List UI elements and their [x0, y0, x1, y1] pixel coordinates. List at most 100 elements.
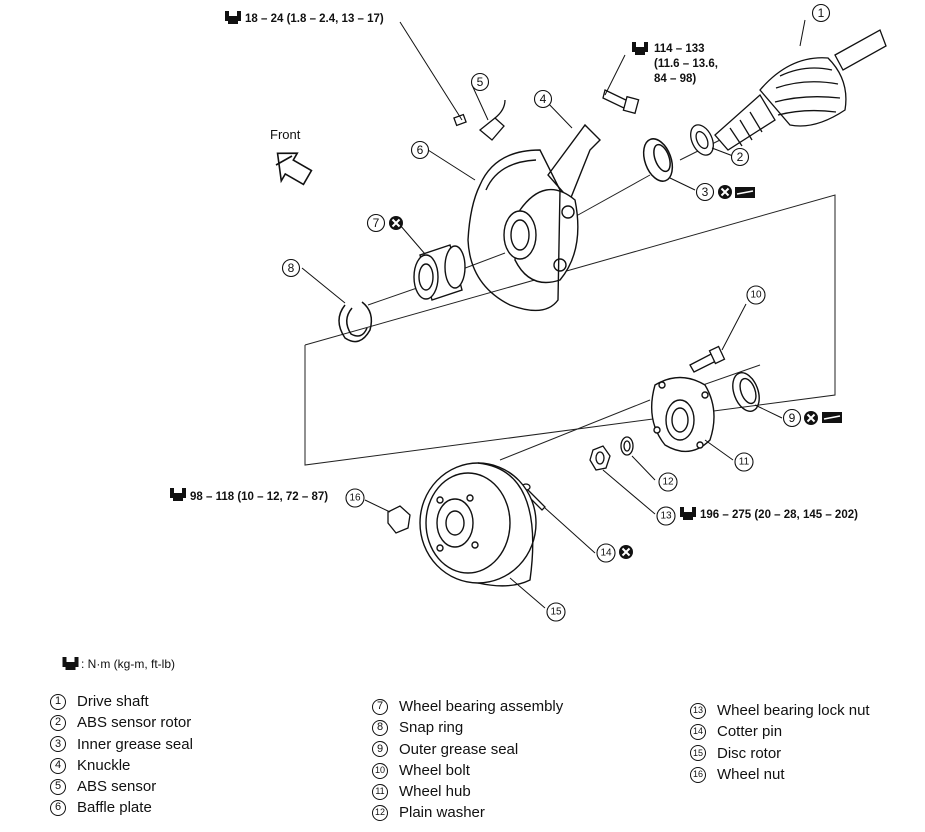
torque-spec-knuckle-1: 114 – 133 — [654, 43, 705, 55]
callout-14 — [596, 543, 616, 563]
legend-item-label: Knuckle — [77, 756, 131, 774]
front-label: Front — [270, 127, 301, 142]
callout-15-num: 15 — [550, 607, 562, 618]
torque-wrench-icon — [632, 42, 648, 55]
legend-item-number: 12 — [372, 805, 388, 822]
legend-item-label: ABS sensor — [77, 778, 157, 796]
plain-washer — [620, 436, 634, 456]
legend-item-number: 3 — [50, 736, 66, 753]
torque-wrench-icon — [225, 11, 241, 24]
wheel-bolt — [689, 345, 726, 373]
callout-6 — [410, 140, 430, 160]
callout-14-num: 14 — [600, 548, 612, 559]
legend-item: 5 ABS sensor — [50, 776, 193, 797]
legend-item-label: Inner grease seal — [77, 735, 193, 753]
replace-part-icon — [618, 544, 634, 560]
legend-item-number: 7 — [372, 698, 388, 715]
legend-item: 16 Wheel nut — [690, 764, 870, 785]
legend-column-3: 13 Wheel bearing lock nut 14 Cotter pin 15 Di… — [690, 700, 870, 785]
legend-item-number: 5 — [50, 778, 66, 795]
legend-item: 12 Plain washer — [372, 802, 563, 823]
legend-item-label: Wheel bearing lock nut — [717, 702, 870, 719]
abs-sensor — [453, 99, 506, 141]
legend-item-number: 13 — [690, 702, 706, 719]
front-arrow-icon — [275, 152, 313, 186]
callout-16 — [345, 488, 365, 508]
legend-item: 11 Wheel hub — [372, 781, 563, 802]
callout-7 — [366, 213, 386, 233]
torque-wrench-icon — [170, 488, 186, 501]
callout-11 — [734, 452, 754, 472]
snap-ring — [338, 301, 373, 343]
legend-item-number: 1 — [50, 693, 66, 710]
legend-item-label: Wheel nut — [717, 765, 785, 783]
legend-item: 8 Snap ring — [372, 717, 563, 738]
callout-5 — [470, 72, 490, 92]
legend-item: 14 Cotter pin — [690, 721, 870, 742]
legend-item-number: 15 — [690, 745, 706, 762]
wheel-nut — [387, 505, 411, 534]
wheel-bearing-lock-nut — [589, 445, 611, 471]
replace-part-icon — [803, 410, 819, 426]
callout-10-num: 10 — [750, 290, 762, 301]
baffle-plate — [467, 149, 561, 312]
replace-part-icon — [388, 215, 404, 231]
legend-item-number: 6 — [50, 800, 66, 817]
callout-8-num: 8 — [288, 261, 295, 275]
disc-rotor — [419, 462, 537, 587]
legend-item-label: ABS sensor rotor — [77, 714, 192, 732]
callout-13-num: 13 — [660, 511, 672, 522]
legend-item: 4 Knuckle — [50, 755, 193, 776]
replace-part-icon — [717, 184, 733, 200]
knuckle-bolt — [602, 89, 640, 115]
outer-grease-seal — [732, 372, 760, 412]
callout-9 — [782, 408, 802, 428]
legend-item-number: 14 — [690, 723, 706, 740]
legend-item-number: 16 — [690, 766, 706, 783]
callout-12-num: 12 — [662, 477, 674, 488]
grease-icon — [821, 411, 843, 424]
callout-9-num: 9 — [789, 411, 796, 425]
legend-item-label: Plain washer — [399, 804, 485, 822]
callout-7-num: 7 — [373, 216, 380, 230]
callout-4 — [533, 89, 553, 109]
callout-12 — [658, 472, 678, 492]
torque-spec-abs-sensor: 18 – 24 (1.8 – 2.4, 13 – 17) — [245, 13, 384, 25]
wheel-bearing-assembly — [413, 244, 466, 301]
callout-4-num: 4 — [540, 92, 547, 106]
legend-item-number: 10 — [372, 762, 388, 779]
wheel-hub — [650, 376, 715, 453]
legend-item-label: Cotter pin — [717, 723, 783, 741]
inner-grease-seal — [642, 138, 674, 182]
legend-item: 3 Inner grease seal — [50, 734, 193, 755]
callout-10 — [746, 285, 766, 305]
callout-8 — [281, 258, 301, 278]
legend-item-number: 2 — [50, 714, 66, 731]
legend-item-number: 11 — [372, 783, 388, 800]
callout-3-num: 3 — [702, 185, 709, 199]
callout-15 — [546, 602, 566, 622]
legend-item-number: 4 — [50, 757, 66, 774]
callout-2-num: 2 — [737, 150, 744, 164]
torque-spec-wheel-nut: 98 – 118 (10 – 12, 72 – 87) — [190, 491, 328, 503]
callout-2 — [730, 147, 750, 167]
legend-item-label: Wheel hub — [399, 783, 471, 801]
legend-item-label: Snap ring — [399, 719, 464, 737]
callout-11-num: 11 — [739, 457, 750, 468]
unit-note-text: : N·m (kg-m, ft-lb) — [81, 656, 175, 671]
legend-item-label: Outer grease seal — [399, 740, 519, 758]
legend-item: 2 ABS sensor rotor — [50, 712, 193, 733]
legend-item-number: 8 — [372, 719, 388, 736]
legend-item-label: Disc rotor — [717, 744, 782, 762]
torque-wrench-icon — [680, 507, 696, 520]
abs-sensor-rotor — [690, 124, 714, 156]
callout-13 — [656, 506, 676, 526]
grease-icon — [734, 186, 756, 199]
callout-5-num: 5 — [477, 75, 484, 89]
